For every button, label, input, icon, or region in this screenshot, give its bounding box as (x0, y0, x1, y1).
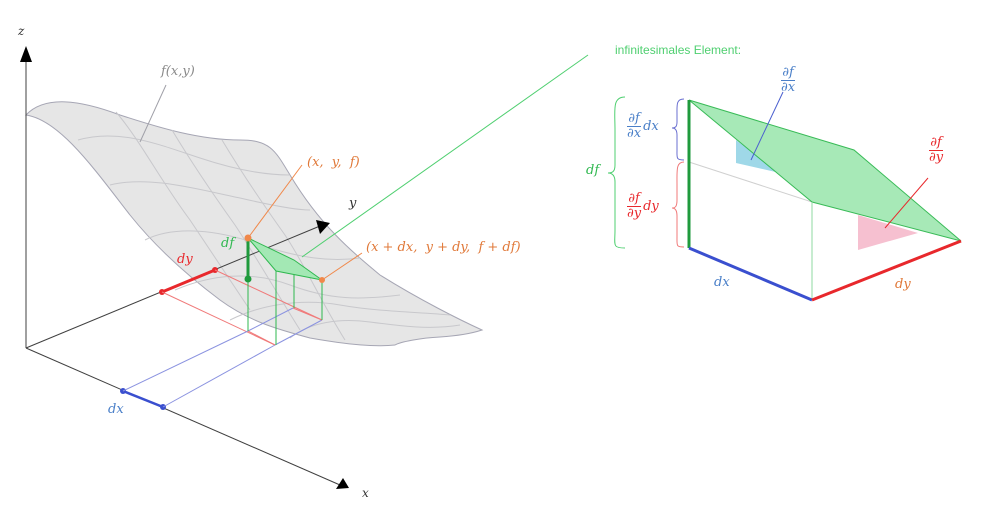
dx-segment (122, 389, 164, 409)
dfdy-suffix: dy (643, 199, 659, 214)
dfdx-num: ∂f (627, 111, 642, 127)
slope-y-fraction: ∂f ∂y (929, 135, 944, 165)
surface-grid (77, 111, 461, 341)
dx-label-right: dx (714, 275, 730, 290)
infinitesimal-element (607, 91, 962, 302)
element-title: infinitesimales Element: (615, 43, 742, 57)
slope-y-num: ∂f (929, 135, 944, 151)
left-3d-plot (20, 46, 589, 489)
point2-leader (321, 252, 363, 281)
slope-y-triangle (858, 215, 918, 250)
dx-label-left: dx (108, 402, 124, 417)
dfdy-den: ∂y (627, 206, 642, 221)
tangent-plane (688, 99, 962, 242)
point2-label: (x + dx, y + dy, f + df) (366, 240, 521, 255)
dfdx-brace (671, 98, 685, 161)
zoom-leader (301, 54, 589, 258)
surface-f-xy (24, 101, 484, 347)
df-label-left: df (221, 236, 235, 251)
dfdx-den: ∂x (627, 126, 642, 141)
dy-label-left: dy (177, 252, 193, 267)
y-axis-arrow-icon (316, 220, 330, 234)
dfdy-num: ∂f (627, 191, 642, 207)
df-brace (607, 96, 626, 249)
df-label-right: df (586, 163, 600, 178)
z-axis-arrow-icon (20, 46, 32, 62)
dfdy-term: ∂f ∂y dy (627, 192, 659, 221)
dy-edge (811, 239, 962, 302)
point-leader (247, 164, 303, 239)
dfdx-suffix: dx (643, 119, 659, 134)
y-axis-label: y (349, 196, 357, 211)
slope-y-den: ∂y (929, 150, 944, 165)
slope-x-num: ∂f (781, 65, 796, 81)
z-axis-label: z (18, 24, 25, 38)
dfdx-term: ∂f ∂x dx (627, 112, 659, 141)
slope-x-fraction: ∂f ∂x (781, 65, 796, 95)
x-axis (25, 347, 341, 486)
slope-x-den: ∂x (781, 80, 796, 95)
dfdy-brace (671, 161, 685, 248)
dy-label-right: dy (895, 277, 911, 292)
x-axis-arrow-icon (336, 478, 349, 489)
x-axis-label: x (362, 486, 369, 500)
dy-segment (161, 268, 216, 294)
point-label: (x, y, f) (307, 155, 360, 170)
surface-label: f(x,y) (161, 64, 195, 79)
surface-leader (139, 84, 167, 143)
dx-edge (688, 246, 813, 302)
